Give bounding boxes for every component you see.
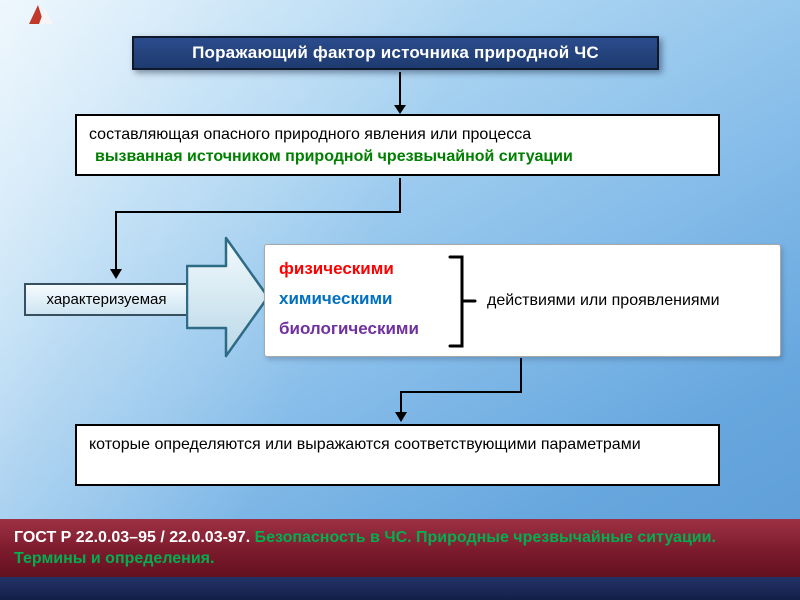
parameters-text: которые определяются или выражаются соот… bbox=[89, 436, 641, 453]
definition-line-1: составляющая опасного природного явления… bbox=[89, 126, 532, 143]
footer-gost-title: Безопасность в ЧС. Природные чрезвычайны… bbox=[14, 529, 716, 567]
parameters-box: которые определяются или выражаются соот… bbox=[75, 424, 720, 486]
footer-gost-ref: ГОСТ Р 22.0.03–95 / 22.0.03-97. bbox=[14, 529, 251, 546]
slide-title: Поражающий фактор источника природной ЧС bbox=[132, 36, 659, 70]
factor-chemical: химическими bbox=[279, 289, 393, 308]
factor-physical: физическими bbox=[279, 259, 394, 278]
characterized-label: характеризуемая bbox=[46, 291, 167, 308]
footer-bar: ГОСТ Р 22.0.03–95 / 22.0.03-97. Безопасн… bbox=[0, 519, 800, 577]
factors-box: физическими химическими биологическими д… bbox=[264, 244, 781, 357]
bottom-strip bbox=[0, 577, 800, 600]
corner-decoration-icon bbox=[29, 5, 53, 24]
factor-biological: биологическими bbox=[279, 319, 419, 338]
factor-list: физическими химическими биологическими bbox=[279, 254, 419, 344]
definition-line-2: вызванная источником природной чрезвычай… bbox=[95, 148, 573, 165]
bracket-icon bbox=[448, 255, 477, 348]
factors-suffix: действиями или проявлениями bbox=[487, 291, 720, 309]
definition-box: составляющая опасного природного явления… bbox=[75, 114, 720, 176]
block-arrow-icon bbox=[186, 236, 270, 358]
characterized-box: характеризуемая bbox=[24, 283, 189, 316]
